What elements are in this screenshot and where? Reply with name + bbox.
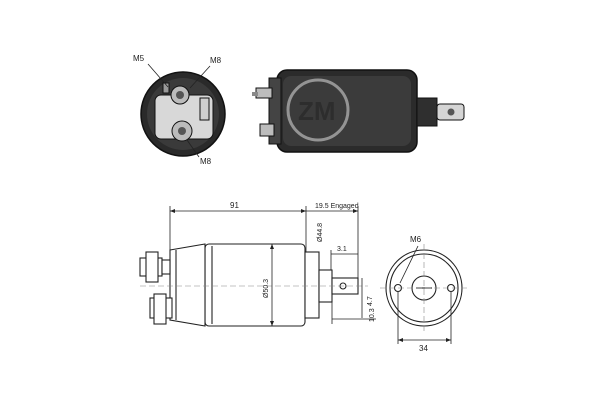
front-view	[380, 244, 468, 332]
leader-m6	[399, 245, 419, 284]
dim-50-3: Ø50.3	[263, 279, 270, 298]
watermark-text: ZM	[298, 96, 336, 126]
leader-m5	[147, 63, 169, 88]
dim-engaged: 19.5 Engaged	[315, 203, 359, 210]
dim-10-3: 10.3	[369, 308, 376, 322]
dim-91: 91	[230, 201, 239, 210]
dim-44-8: Ø44.8	[317, 223, 324, 242]
callout-m8-bottom: M8	[200, 157, 212, 166]
watermark-logo: ZM	[286, 78, 350, 142]
callout-m6: M6	[410, 235, 422, 244]
leader-m8-bottom	[186, 139, 200, 158]
end-view-photo	[140, 71, 226, 157]
leader-m8-top	[189, 65, 211, 89]
dim-3-1: 3.1	[337, 246, 347, 253]
dim-34: 34	[419, 344, 428, 353]
arrowheads	[170, 209, 451, 342]
callout-m8-top: M8	[210, 56, 222, 65]
callout-m5: M5	[133, 54, 145, 63]
side-view-photo	[252, 69, 465, 153]
dim-4-7: 4.7	[367, 296, 374, 306]
side-drawing	[139, 243, 368, 327]
